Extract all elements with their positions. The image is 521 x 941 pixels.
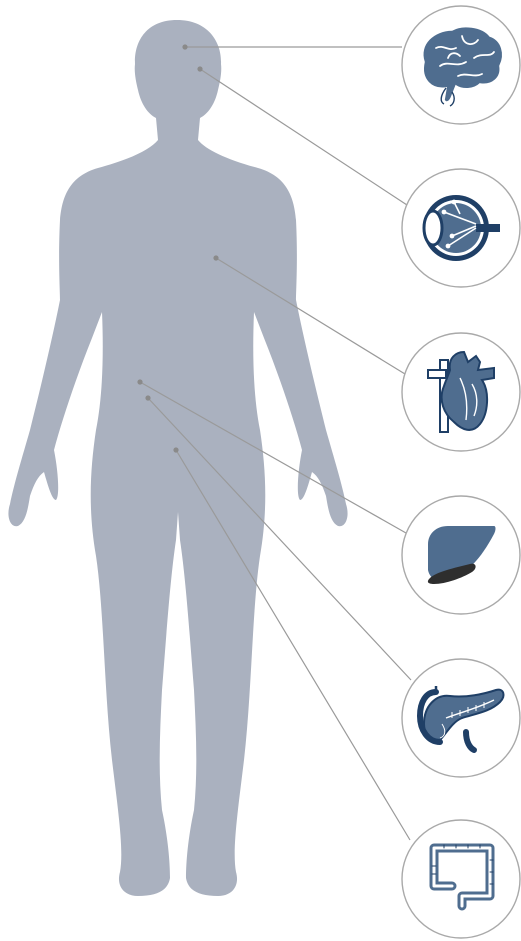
body-head xyxy=(8,20,347,896)
anchor-dot-intestine xyxy=(173,447,178,452)
anchor-dot-liver xyxy=(137,379,142,384)
organ-circles xyxy=(402,6,520,938)
anchor-dot-heart xyxy=(213,255,218,260)
anchor-dot-eye xyxy=(197,66,202,71)
circle-intestine xyxy=(402,820,520,938)
body-silhouette xyxy=(8,20,347,896)
anchor-dot-pancreas xyxy=(145,395,150,400)
anchor-dot-brain xyxy=(182,44,187,49)
